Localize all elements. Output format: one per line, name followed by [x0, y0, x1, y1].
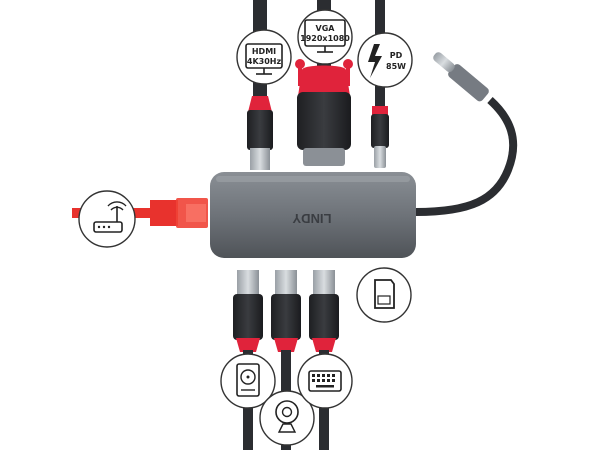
vga-monitor-icon: VGA 1920x1080	[297, 9, 353, 65]
power-delivery-icon: PD 85W	[357, 32, 413, 88]
vga-label-line1: VGA	[316, 24, 336, 33]
vga-label-line2: 1920x1080	[300, 34, 350, 43]
hard-drive-icon	[220, 353, 276, 409]
host-usb-c-cable	[415, 52, 518, 216]
usb-a-cable-right	[309, 270, 339, 450]
hdmi-label-line1: HDMI	[252, 47, 276, 56]
hdmi-label-line2: 4K30Hz	[247, 57, 282, 66]
vga-cable	[295, 0, 353, 166]
hdmi-cable	[247, 0, 273, 170]
keyboard-icon	[297, 353, 353, 409]
webcam-icon	[259, 390, 315, 446]
sd-card-icon	[356, 267, 412, 323]
hub-body: LINDY	[210, 172, 416, 258]
pd-label-line1: PD	[390, 51, 403, 60]
router-icon	[78, 190, 136, 248]
brand-logo: LINDY	[292, 211, 331, 226]
pd-label-line2: 85W	[386, 62, 406, 71]
hdmi-monitor-icon: HDMI 4K30Hz	[236, 29, 292, 85]
